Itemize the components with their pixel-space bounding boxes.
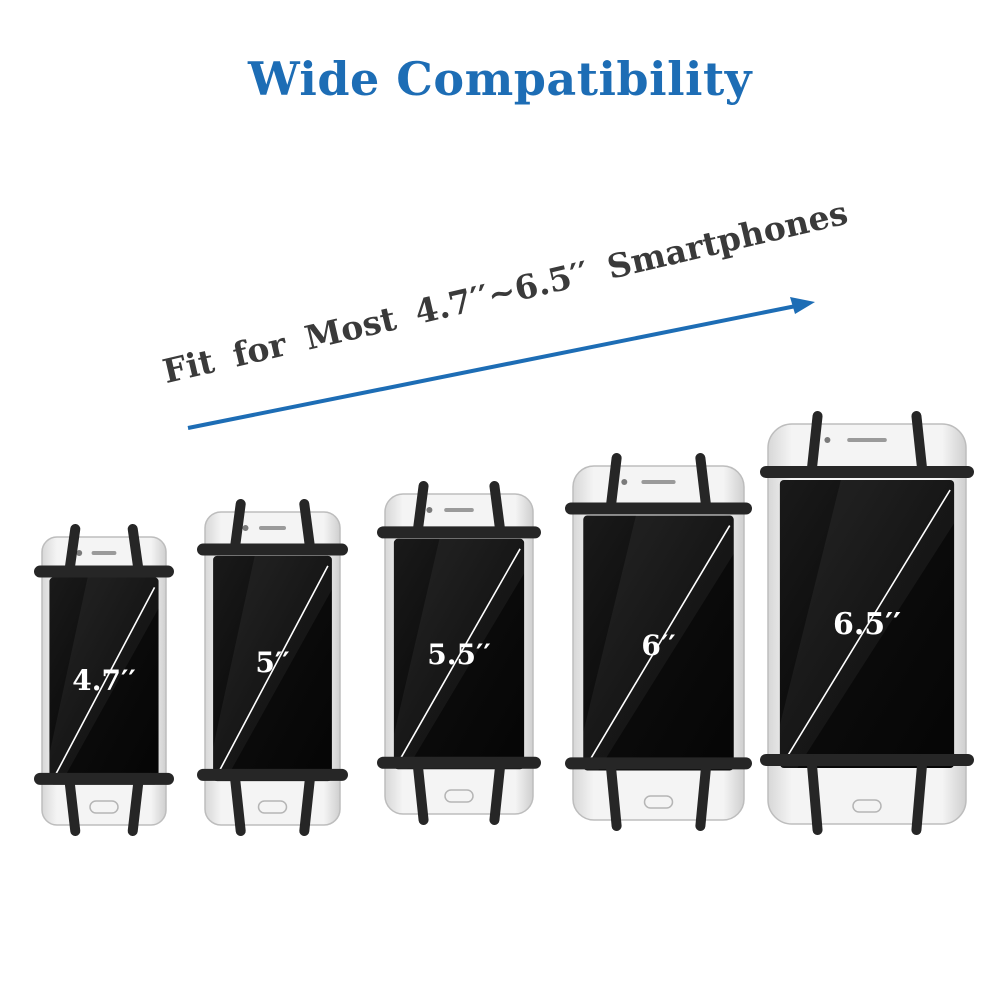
camera-icon (621, 479, 628, 485)
screen-glare (213, 555, 332, 782)
arrow-head-icon (790, 297, 815, 314)
bottom-strap (197, 768, 348, 781)
camera-icon (426, 507, 433, 513)
camera-icon (242, 525, 249, 531)
earpiece-icon (444, 508, 474, 512)
home-button-icon (257, 800, 288, 814)
strap-prong (605, 758, 622, 831)
top-strap (34, 565, 174, 578)
top-strap (197, 543, 348, 556)
strap-prong (299, 499, 316, 555)
phone-3 (377, 481, 541, 825)
strap-prong (911, 755, 928, 835)
earpiece-icon (847, 438, 887, 442)
phone-screen (213, 555, 332, 782)
strap-prong (605, 453, 622, 514)
bottom-strap (377, 756, 541, 769)
diagonal-line (52, 586, 156, 780)
size-label: 6.5′′ (833, 607, 901, 642)
earpiece-icon (91, 551, 117, 555)
phone-1 (34, 524, 174, 836)
strap-prong (412, 481, 429, 538)
diagonal-line (783, 489, 951, 763)
home-button-icon (444, 789, 474, 803)
earpiece-icon (641, 480, 676, 484)
top-strap (377, 526, 541, 539)
phone-4 (565, 453, 752, 831)
size-label: 5.5′′ (427, 638, 490, 671)
size-label: 6′′ (641, 629, 675, 662)
bottom-strap (565, 757, 752, 770)
strap-prong (127, 524, 144, 577)
page-title: Wide Compatibility (248, 52, 752, 106)
arrow-shaft (187, 304, 797, 430)
strap-prong (806, 755, 823, 835)
home-button-icon (89, 800, 119, 814)
strap-prong (299, 769, 316, 836)
camera-icon (824, 437, 831, 443)
home-button-icon (852, 799, 882, 813)
strap-prong (64, 773, 81, 836)
strap-prong (229, 769, 246, 836)
diagonal-line (216, 565, 329, 776)
home-button-icon (643, 795, 674, 809)
strap-prong (806, 411, 823, 477)
strap-prong (127, 773, 144, 836)
screen-glare (49, 577, 159, 785)
strap-prong (489, 481, 506, 538)
strap-prong (695, 758, 712, 831)
strap-prong (412, 757, 429, 825)
bottom-strap (760, 754, 974, 766)
bottom-strap (34, 772, 174, 785)
strap-prong (64, 524, 81, 577)
diagonal-line (586, 525, 731, 765)
size-label: 4.7′′ (72, 664, 135, 697)
strap-prong (911, 411, 928, 477)
top-strap (565, 502, 752, 515)
top-strap (760, 466, 974, 478)
earpiece-icon (259, 526, 286, 530)
strap-prong (229, 499, 246, 555)
size-label: 5′′ (255, 646, 289, 679)
strap-prong (695, 453, 712, 514)
camera-icon (76, 550, 83, 556)
diagonal-line (397, 548, 521, 764)
phone-5 (760, 411, 974, 835)
phone-screen (49, 577, 159, 785)
phone-2 (197, 499, 348, 836)
strap-prong (489, 757, 506, 825)
